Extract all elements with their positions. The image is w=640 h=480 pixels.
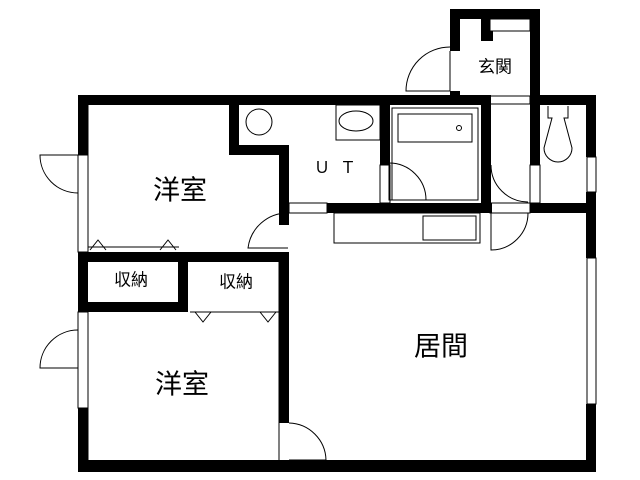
room-label-entrance: 玄関 (478, 57, 512, 78)
room-label-western-room-1: 洋室 (153, 175, 207, 207)
room-label-storage-1: 収納 (114, 270, 148, 291)
room-label-storage-2: 収納 (219, 272, 253, 293)
walls (78, 9, 596, 472)
room-label-living: 居間 (414, 331, 468, 363)
fixtures (39, 18, 597, 461)
room-label-utility: ＵＴ (313, 158, 367, 177)
room-label-western-room-2: 洋室 (155, 369, 209, 401)
